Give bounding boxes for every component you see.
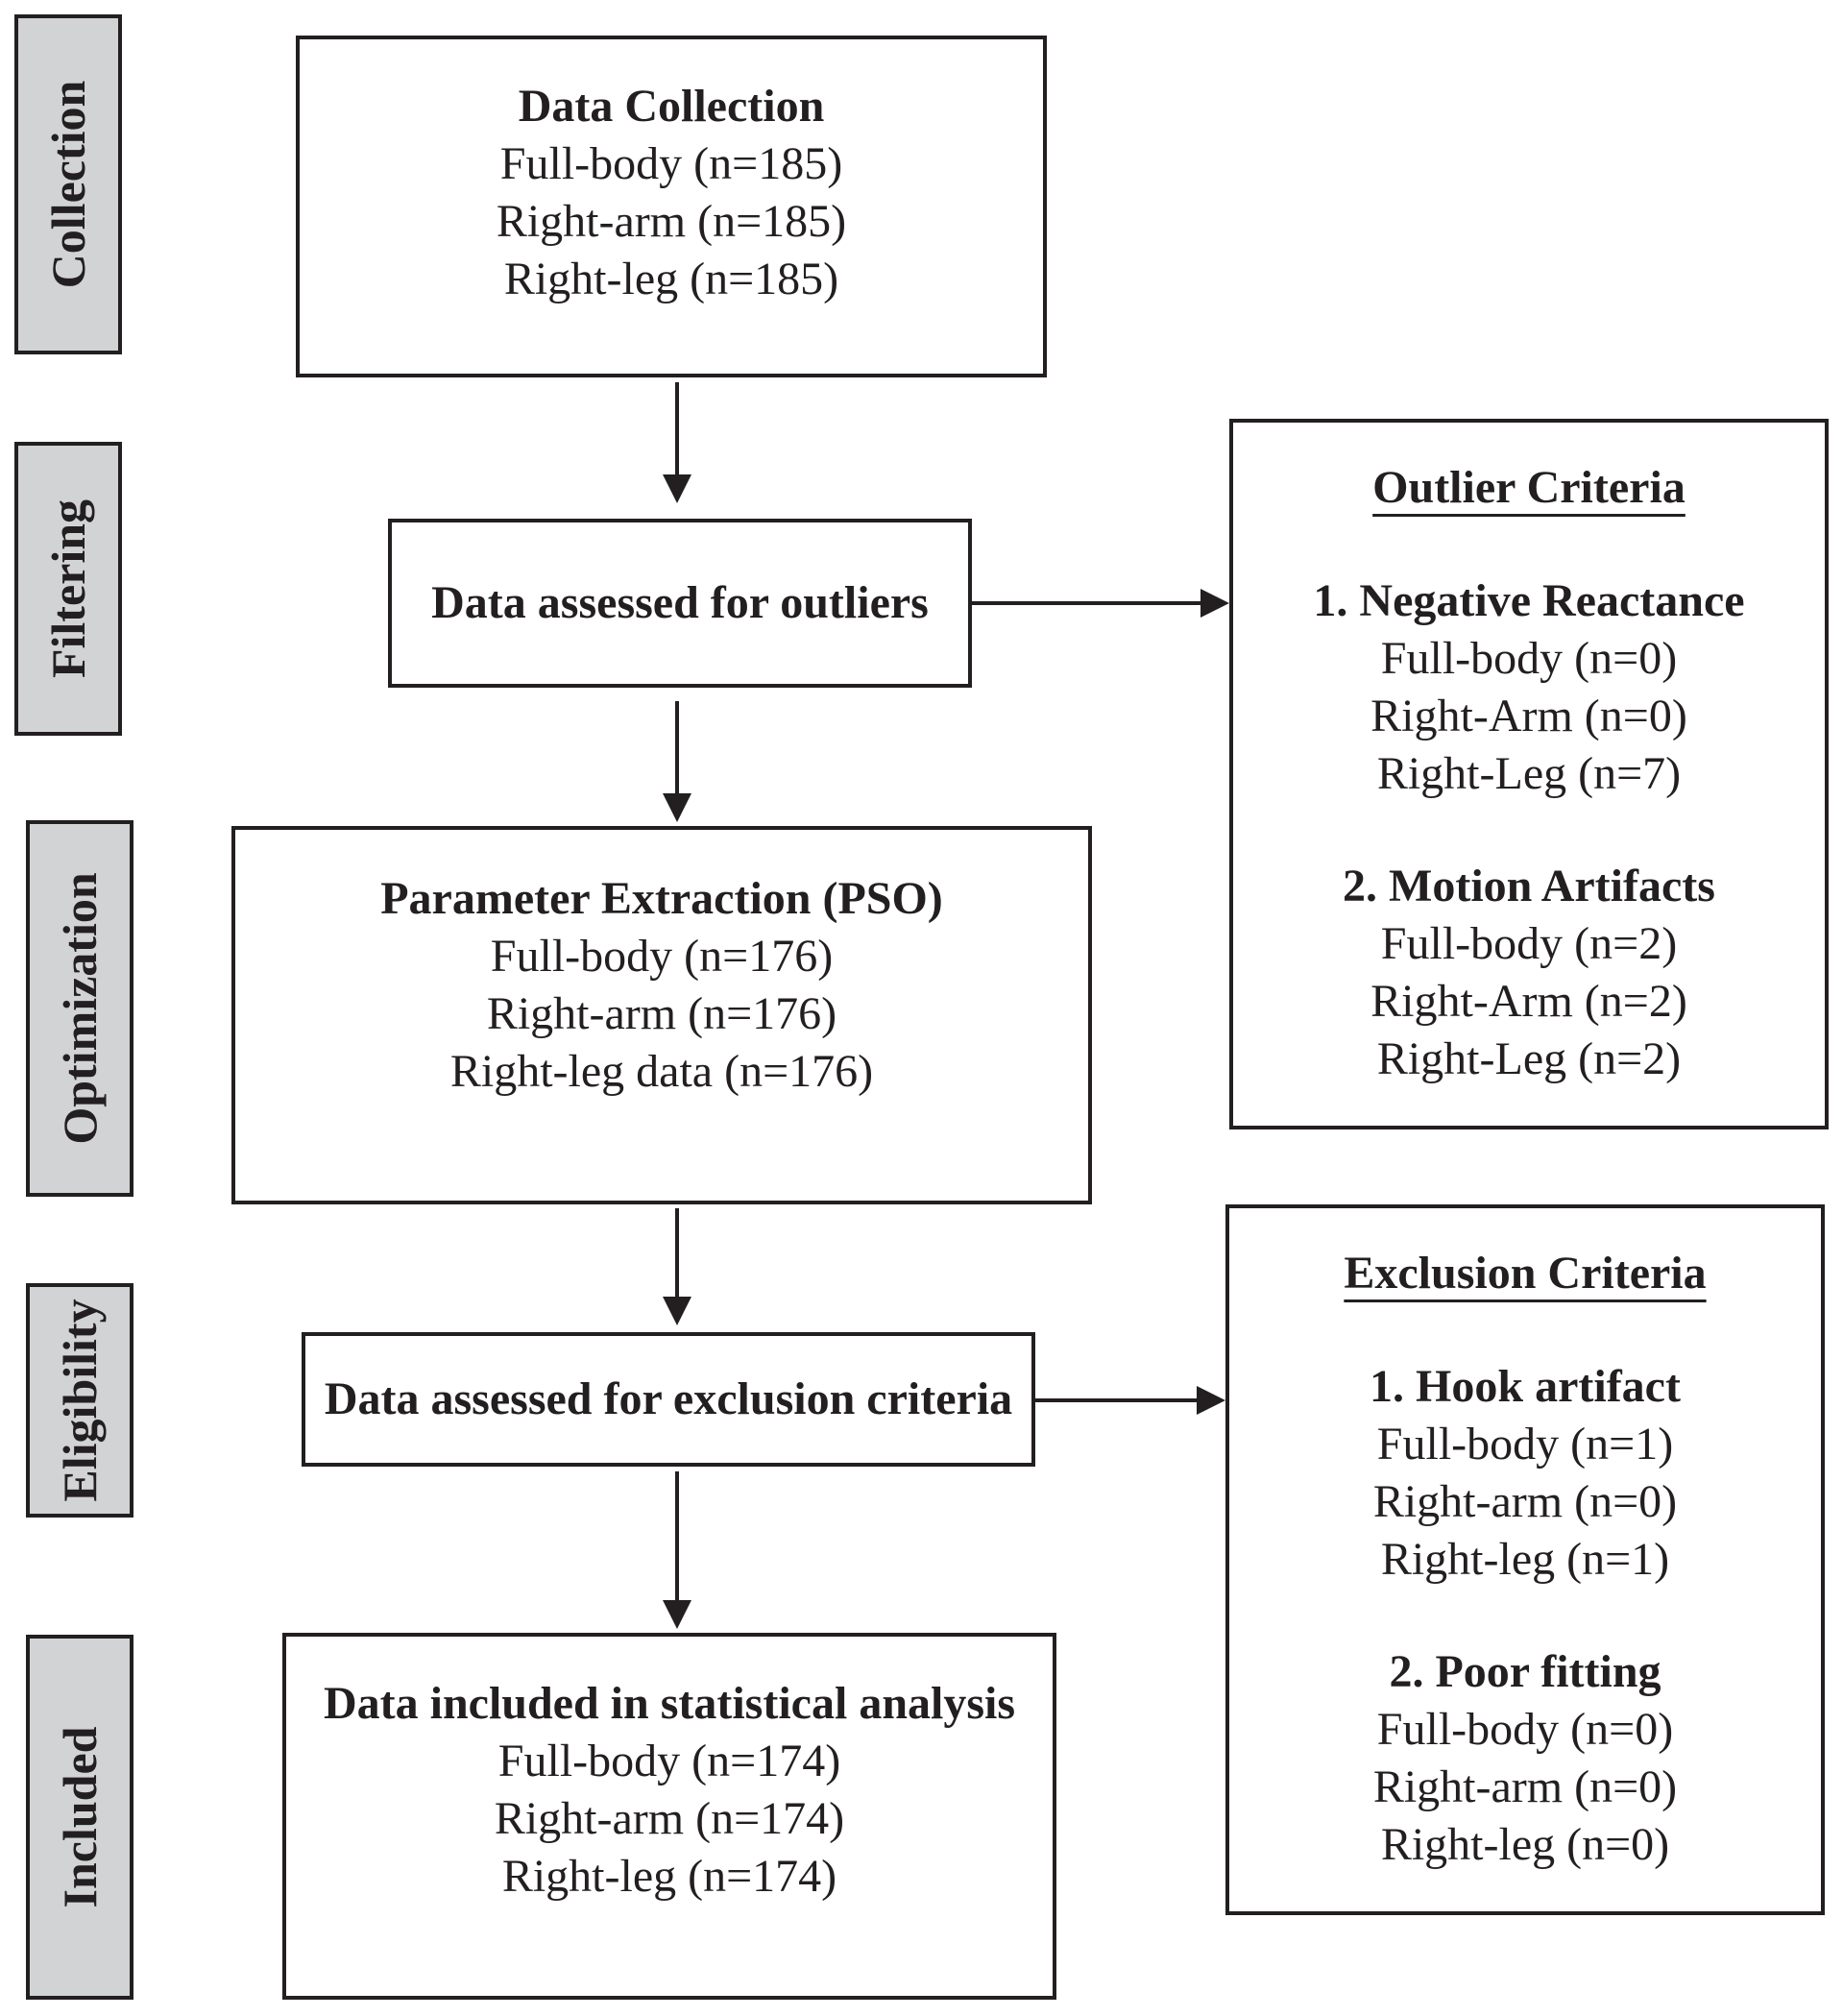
outlier-criteria-heading: 2. Motion Artifacts — [1343, 861, 1715, 911]
outlier-criteria-line: Full-body (n=0) — [1380, 633, 1678, 684]
exclusion-criteria-line: Right-arm (n=0) — [1372, 1476, 1678, 1527]
parameter-extraction-box: Parameter Extraction (PSO) Full-body (n=… — [231, 826, 1092, 1204]
outlier-criteria-line: Right-Leg (n=2) — [1376, 1033, 1682, 1084]
outlier-criteria-heading: 1. Negative Reactance — [1313, 575, 1745, 626]
arrow-outliers-to-criteria — [972, 589, 1229, 618]
data-collection-box: Data Collection Full-body (n=185) Right-… — [296, 36, 1047, 377]
exclusion-criteria-line: Right-leg (n=1) — [1380, 1534, 1670, 1585]
data-collection-line: Right-arm (n=185) — [496, 196, 847, 247]
stage-optimization: Optimization — [26, 820, 133, 1197]
included-data-line: Right-arm (n=174) — [494, 1793, 845, 1844]
exclusion-criteria-line: Full-body (n=1) — [1376, 1419, 1674, 1469]
exclusion-criteria-line: Full-body (n=0) — [1376, 1704, 1674, 1755]
stage-eligibility: Eligibility — [26, 1283, 133, 1518]
exclusion-assessment-title: Data assessed for exclusion criteria — [324, 1373, 1013, 1424]
arrow-collection-to-outliers — [663, 382, 691, 503]
stage-collection: Collection — [14, 14, 122, 354]
exclusion-assessment-box: Data assessed for exclusion criteria — [302, 1332, 1035, 1467]
included-data-line: Full-body (n=174) — [497, 1736, 841, 1786]
included-data-box: Data included in statistical analysis Fu… — [282, 1633, 1056, 2000]
arrow-extraction-to-exclusion — [663, 1208, 691, 1325]
outlier-criteria-title: Outlier Criteria — [1372, 462, 1685, 513]
outlier-criteria-line: Right-Arm (n=0) — [1370, 691, 1687, 741]
data-collection-title: Data Collection — [518, 81, 825, 132]
outlier-criteria-line: Right-Leg (n=7) — [1376, 748, 1682, 799]
outlier-criteria-box: Outlier Criteria 1. Negative Reactance F… — [1229, 419, 1829, 1129]
outlier-criteria-line: Right-Arm (n=2) — [1370, 976, 1687, 1027]
exclusion-criteria-title: Exclusion Criteria — [1344, 1248, 1707, 1299]
data-collection-line: Full-body (n=185) — [499, 138, 843, 189]
parameter-extraction-line: Right-leg data (n=176) — [449, 1046, 874, 1097]
parameter-extraction-title: Parameter Extraction (PSO) — [380, 873, 943, 924]
arrow-outliers-to-extraction — [663, 701, 691, 822]
included-data-title: Data included in statistical analysis — [323, 1678, 1016, 1729]
outlier-assessment-title: Data assessed for outliers — [431, 577, 929, 628]
arrow-exclusion-to-included — [663, 1471, 691, 1629]
included-data-line: Right-leg (n=174) — [501, 1851, 837, 1902]
outlier-assessment-box: Data assessed for outliers — [388, 519, 972, 688]
stage-included: Included — [26, 1635, 133, 2000]
exclusion-criteria-heading: 1. Hook artifact — [1370, 1361, 1681, 1412]
exclusion-criteria-heading: 2. Poor fitting — [1389, 1646, 1661, 1697]
exclusion-criteria-line: Right-arm (n=0) — [1372, 1761, 1678, 1812]
parameter-extraction-line: Full-body (n=176) — [490, 931, 834, 982]
arrow-exclusion-to-criteria — [1035, 1386, 1225, 1415]
outlier-criteria-line: Full-body (n=2) — [1380, 918, 1678, 969]
data-collection-line: Right-leg (n=185) — [503, 254, 839, 304]
parameter-extraction-line: Right-arm (n=176) — [486, 988, 837, 1039]
exclusion-criteria-line: Right-leg (n=0) — [1380, 1819, 1670, 1870]
stage-filtering: Filtering — [14, 442, 122, 736]
exclusion-criteria-box: Exclusion Criteria 1. Hook artifact Full… — [1225, 1204, 1825, 1915]
